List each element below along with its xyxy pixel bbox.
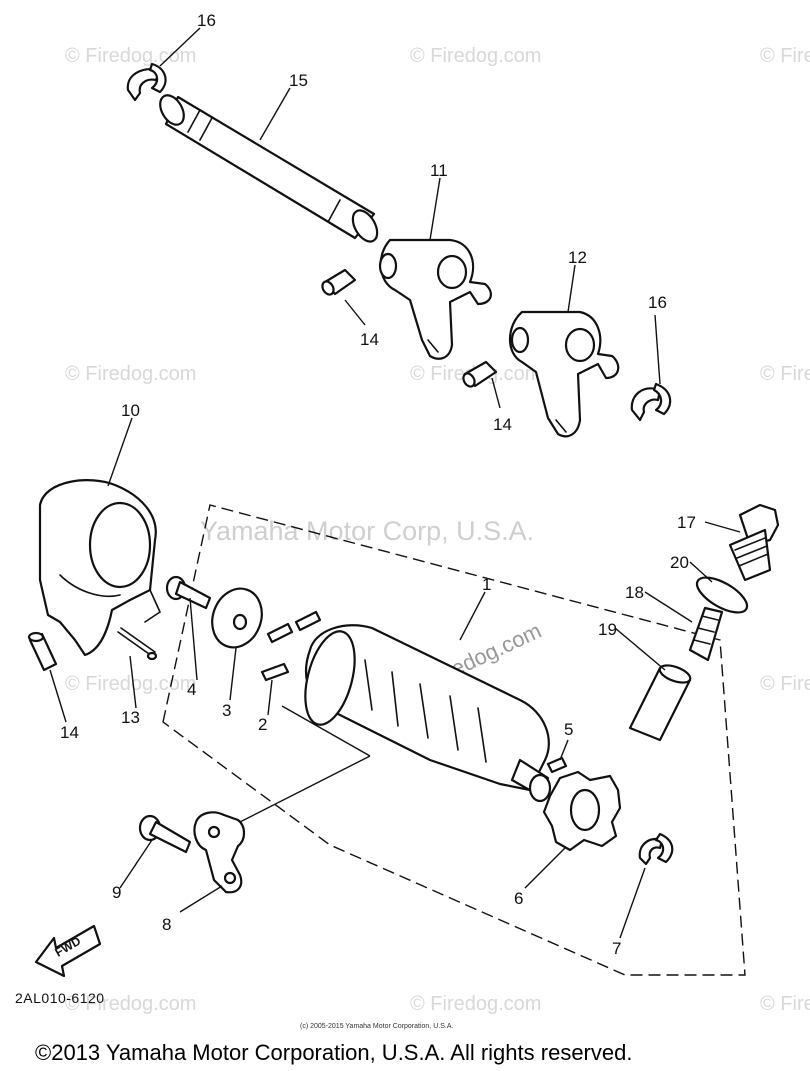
pin-14-b [462, 360, 498, 388]
shift-fork-11 [378, 238, 492, 360]
callout-3: 3 [222, 701, 231, 720]
watermark-text: © Firedog.com [410, 45, 541, 67]
watermark-text: © Firedog.com [65, 993, 196, 1015]
callout-6: 6 [514, 889, 523, 908]
circlip-7 [638, 832, 674, 866]
circlip-16-top [126, 62, 167, 102]
shift-fork-12 [509, 310, 620, 438]
callout-13: 13 [121, 708, 140, 727]
callout-4: 4 [187, 680, 196, 699]
pin-2 [260, 610, 322, 682]
callout-7: 7 [612, 939, 621, 958]
small-copyright: (c) 2005-2015 Yamaha Motor Corporation, … [300, 1023, 453, 1030]
callout-1: 1 [482, 575, 491, 594]
callout-14: 14 [360, 330, 379, 349]
callout-15: 15 [289, 71, 308, 90]
plug-17 [728, 503, 780, 582]
pin-14-c [27, 631, 58, 672]
watermark-text: © Firedog.com [760, 363, 810, 385]
drawing-code: 2AL010-6120 [15, 990, 105, 1006]
watermark-text: © Firedog.com [760, 993, 810, 1015]
callout-18: 18 [625, 583, 644, 602]
callout-17: 17 [677, 513, 696, 532]
retainer-10 [38, 479, 162, 657]
pin-14-a [321, 268, 357, 296]
assembly-outline [162, 504, 746, 976]
callout-9: 9 [112, 883, 121, 902]
pin-5 [546, 756, 568, 774]
watermark-text: © Firedog.com [410, 993, 541, 1015]
spring-pin-13 [117, 627, 158, 661]
watermark-text: © Firedog.com [65, 363, 196, 385]
watermark-text: © Firedog.com [760, 673, 810, 695]
callout-8: 8 [162, 915, 171, 934]
segment-6 [542, 770, 622, 852]
plunger-19 [628, 664, 692, 742]
callout-19: 19 [598, 620, 617, 639]
footer-copyright: ©2013 Yamaha Motor Corporation, U.S.A. A… [35, 1040, 632, 1065]
callout-labels: 16 15 11 12 16 14 14 10 1 4 3 2 5 6 7 8 … [60, 11, 696, 958]
callout-14: 14 [493, 415, 512, 434]
forward-arrow-icon: FWD [34, 924, 102, 978]
screw-4 [165, 575, 212, 610]
watermark-text: © Firedog.com [760, 45, 810, 67]
leader-lines [49, 27, 741, 939]
callout-20: 20 [670, 553, 689, 572]
callout-16: 16 [648, 293, 667, 312]
shift-cam-1 [304, 624, 552, 803]
circlip-16-right [630, 382, 672, 422]
callout-16: 16 [197, 11, 216, 30]
bolt-9 [138, 814, 192, 854]
callout-10: 10 [121, 401, 140, 420]
stopper-lever-8 [193, 811, 246, 894]
callout-14: 14 [60, 723, 79, 742]
watermark-center: Yamaha Motor Corp, U.S.A. [200, 516, 534, 546]
gasket-20 [695, 576, 749, 614]
watermark-text: © Firedog.com [65, 673, 196, 695]
callout-2: 2 [258, 715, 267, 734]
watermark-text: © Firedog.com [65, 45, 196, 67]
callout-5: 5 [564, 720, 573, 739]
shift-shaft-15 [159, 94, 379, 243]
callout-12: 12 [568, 248, 587, 267]
callout-11: 11 [430, 161, 448, 180]
plate-3 [211, 587, 263, 649]
spring-18 [688, 606, 724, 662]
